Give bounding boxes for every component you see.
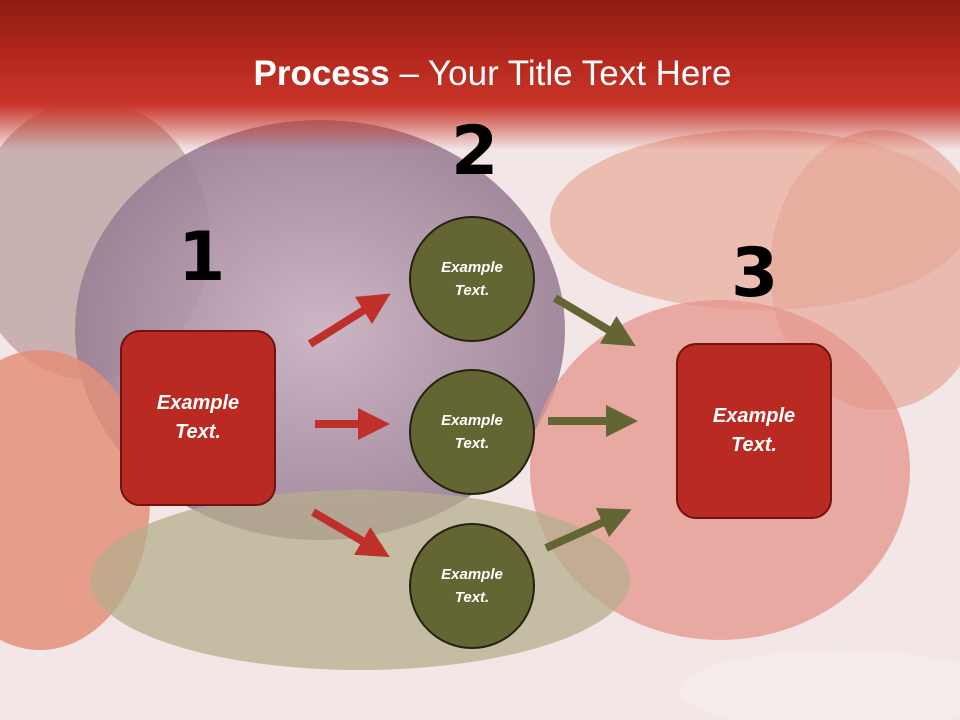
title-bold: Process xyxy=(253,54,390,93)
slide-title: Process – Your Title Text Here xyxy=(0,54,960,94)
step-number-2: 2 xyxy=(451,112,499,191)
arrow-start-to-bottom xyxy=(310,508,390,558)
circle-bottom[interactable]: Example Text. xyxy=(409,523,535,649)
circle-middle-line2: Text. xyxy=(454,435,490,452)
start-box[interactable]: Example Text. xyxy=(120,330,276,506)
circle-top-line2: Text. xyxy=(454,282,490,299)
title-rest: – Your Title Text Here xyxy=(389,54,732,93)
circle-bottom-text: Example Text. xyxy=(441,563,503,609)
step-number-1: 1 xyxy=(178,218,226,297)
arrow-bottom-to-end xyxy=(544,507,632,552)
circle-middle-text: Example Text. xyxy=(441,409,503,455)
end-box-line1: Example xyxy=(712,405,796,427)
end-box-text: Example Text. xyxy=(713,402,795,460)
step-number-3: 3 xyxy=(731,234,779,313)
end-box[interactable]: Example Text. xyxy=(676,343,832,519)
circle-top-text: Example Text. xyxy=(441,256,503,302)
circle-bottom-line2: Text. xyxy=(454,589,490,606)
end-box-line2: Text. xyxy=(731,434,777,456)
arrow-top-to-end xyxy=(552,294,636,347)
start-box-line1: Example xyxy=(156,392,240,414)
circle-top-line1: Example xyxy=(441,259,503,276)
circle-middle[interactable]: Example Text. xyxy=(409,369,535,495)
start-box-text: Example Text. xyxy=(157,389,239,447)
arrow-start-to-top xyxy=(307,293,391,348)
start-box-line2: Text. xyxy=(175,421,221,443)
title-banner xyxy=(0,0,960,150)
circle-middle-line1: Example xyxy=(441,412,503,429)
circle-bottom-line1: Example xyxy=(441,566,503,583)
circle-top[interactable]: Example Text. xyxy=(409,216,535,342)
